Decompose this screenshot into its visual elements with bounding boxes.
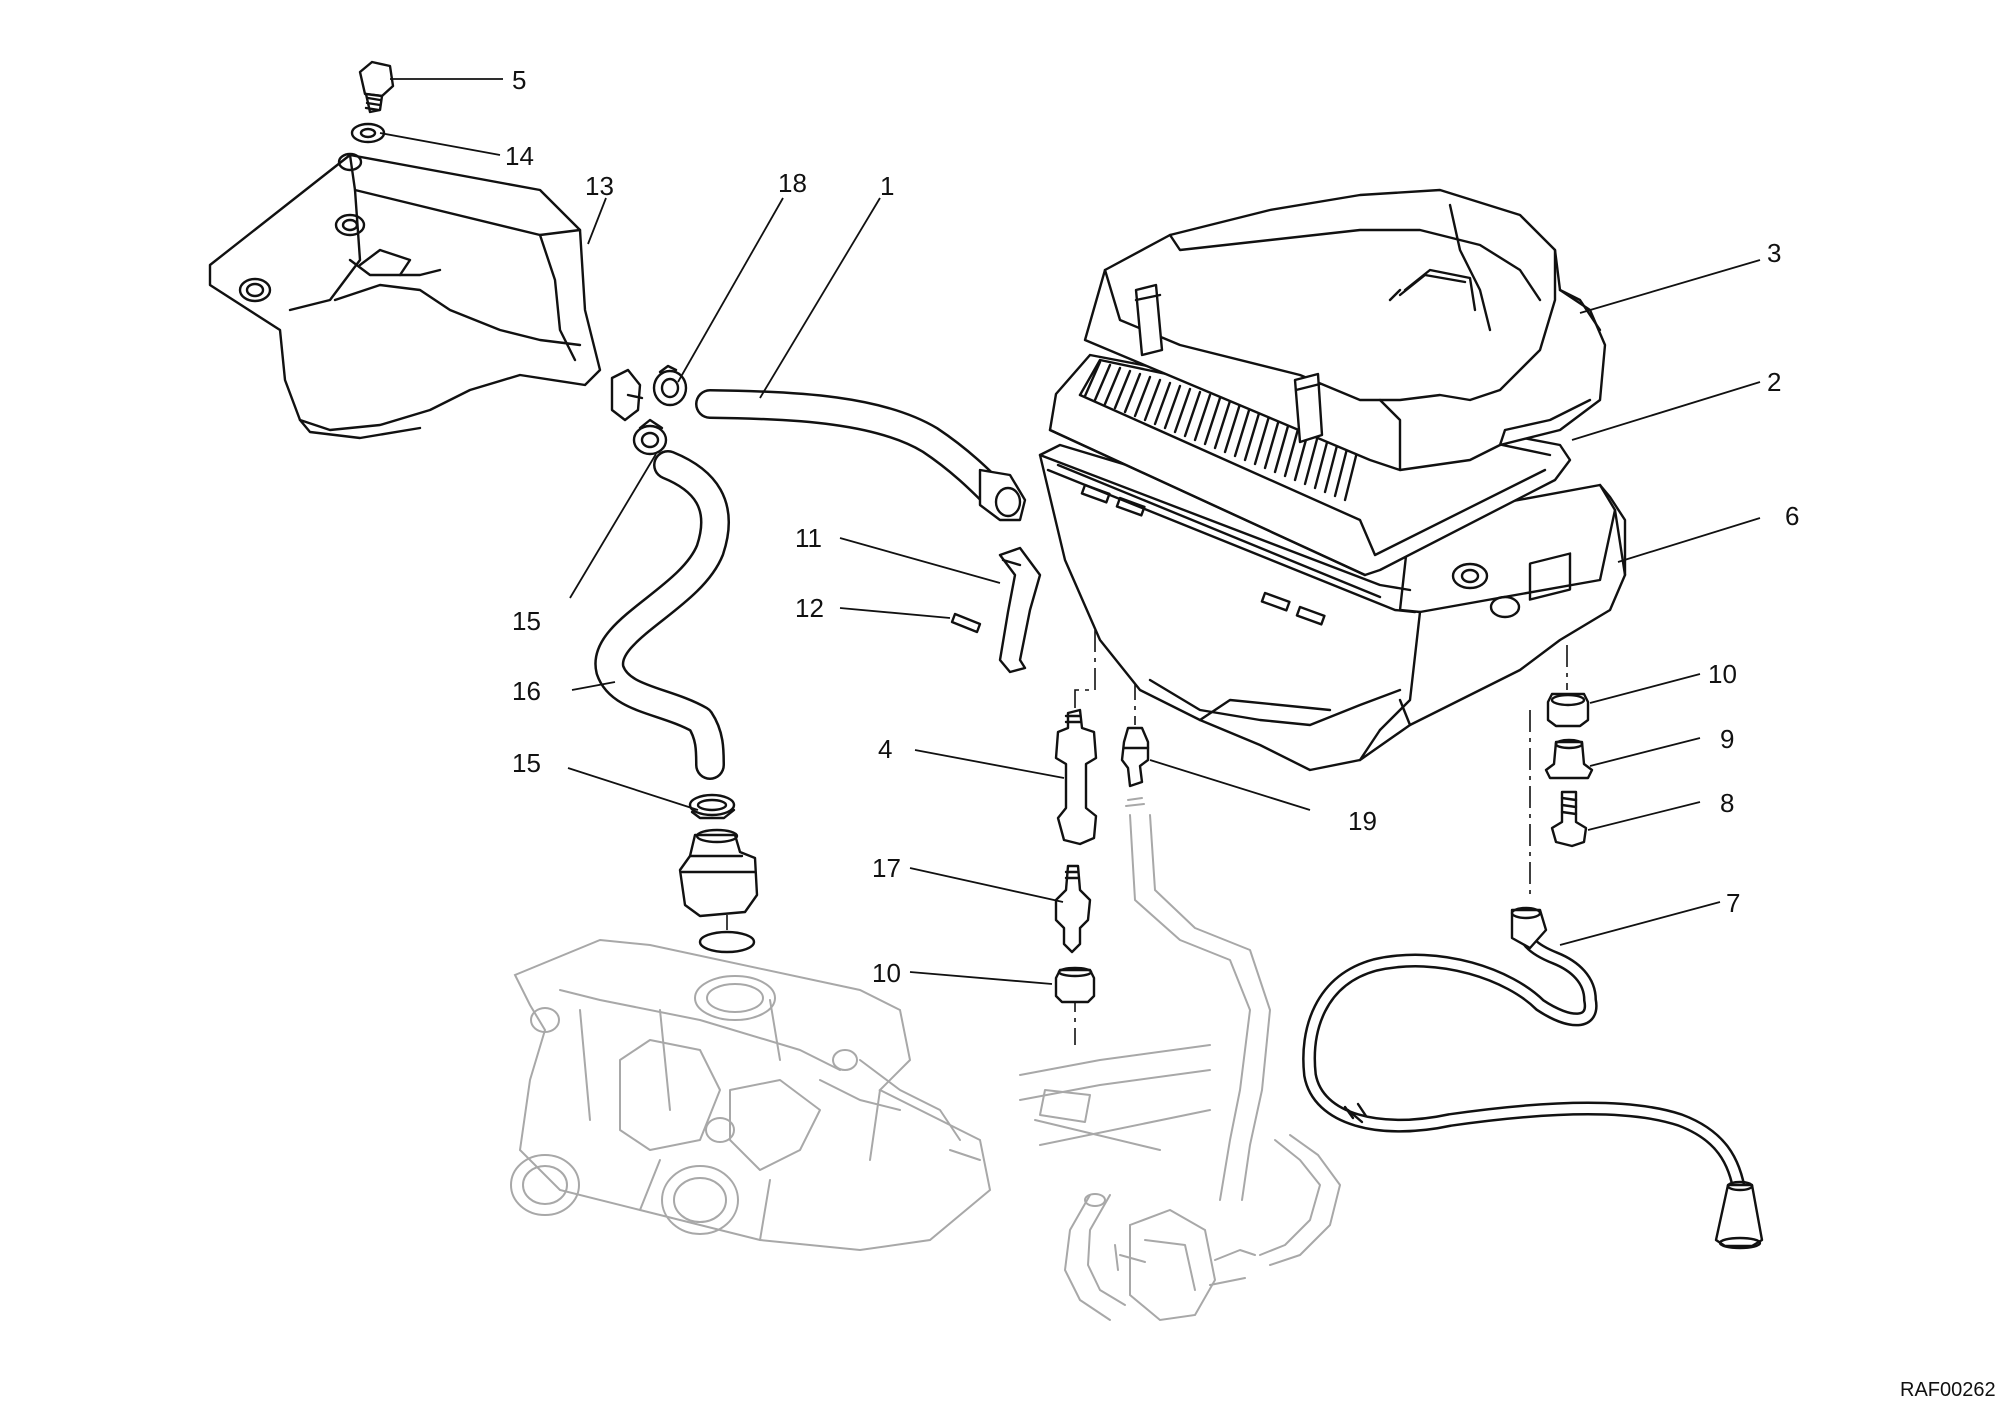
part-17-spacer <box>1054 864 1092 954</box>
leader-lines <box>379 78 1761 985</box>
part-1-breather-hose <box>695 389 1027 522</box>
part-10-upper-grommet <box>1546 692 1590 728</box>
callout-9: 9 <box>1720 724 1734 754</box>
callout-16: 16 <box>512 676 541 706</box>
part-14-washer <box>350 122 386 144</box>
part-15-lower-hose-clamp <box>688 793 736 820</box>
part-5-screw <box>358 60 395 114</box>
part-4-stud <box>1054 708 1098 846</box>
part-19-fitting <box>1120 726 1150 807</box>
part-10-lower-grommet <box>1054 966 1096 1004</box>
callout-10-right: 10 <box>1708 659 1737 689</box>
drawing-code: RAF00262 <box>1900 1379 1996 1401</box>
breather-valve <box>678 828 759 918</box>
callout-13: 13 <box>585 171 614 201</box>
part-12-pin <box>950 612 982 634</box>
frame-bracket-ghost <box>1019 1044 1211 1151</box>
callout-18: 18 <box>778 168 807 198</box>
callout-8: 8 <box>1720 788 1734 818</box>
callout-7: 7 <box>1726 888 1740 918</box>
vacuum-hose-ghost <box>1064 814 1341 1322</box>
part-15-upper-hose-clamp <box>632 418 668 456</box>
callout-17: 17 <box>872 853 901 883</box>
callout-5: 5 <box>512 65 526 95</box>
part-11-retaining-clip <box>998 546 1042 674</box>
callout-12: 12 <box>795 593 824 623</box>
part-6-airbox <box>1038 443 1627 772</box>
part-13-cover <box>208 152 602 440</box>
callout-1: 1 <box>880 171 894 201</box>
callout-15-upper: 15 <box>512 606 541 636</box>
callout-4: 4 <box>878 734 892 764</box>
callout-19: 19 <box>1348 806 1377 836</box>
breather-tee-fitting <box>610 368 644 422</box>
part-9-bushing <box>1544 738 1594 780</box>
part-16-breather-hose <box>594 450 730 780</box>
o-ring <box>698 930 756 954</box>
part-3-airbox-cover <box>1083 188 1607 472</box>
callout-2: 2 <box>1767 367 1781 397</box>
part-8-bolt <box>1550 790 1588 848</box>
callout-14: 14 <box>505 141 534 171</box>
callout-15-lower: 15 <box>512 748 541 778</box>
callout-11: 11 <box>795 523 822 553</box>
engine-crankcase-ghost <box>510 938 992 1252</box>
callout-6: 6 <box>1785 501 1799 531</box>
callout-3: 3 <box>1767 238 1781 268</box>
part-18-hose-clamp <box>652 364 688 407</box>
callout-labels: 5 14 13 18 1 3 2 6 11 12 15 16 15 10 4 9… <box>505 65 1799 988</box>
part-7-drain-hose <box>1302 906 1764 1250</box>
callout-10-left: 10 <box>872 958 901 988</box>
